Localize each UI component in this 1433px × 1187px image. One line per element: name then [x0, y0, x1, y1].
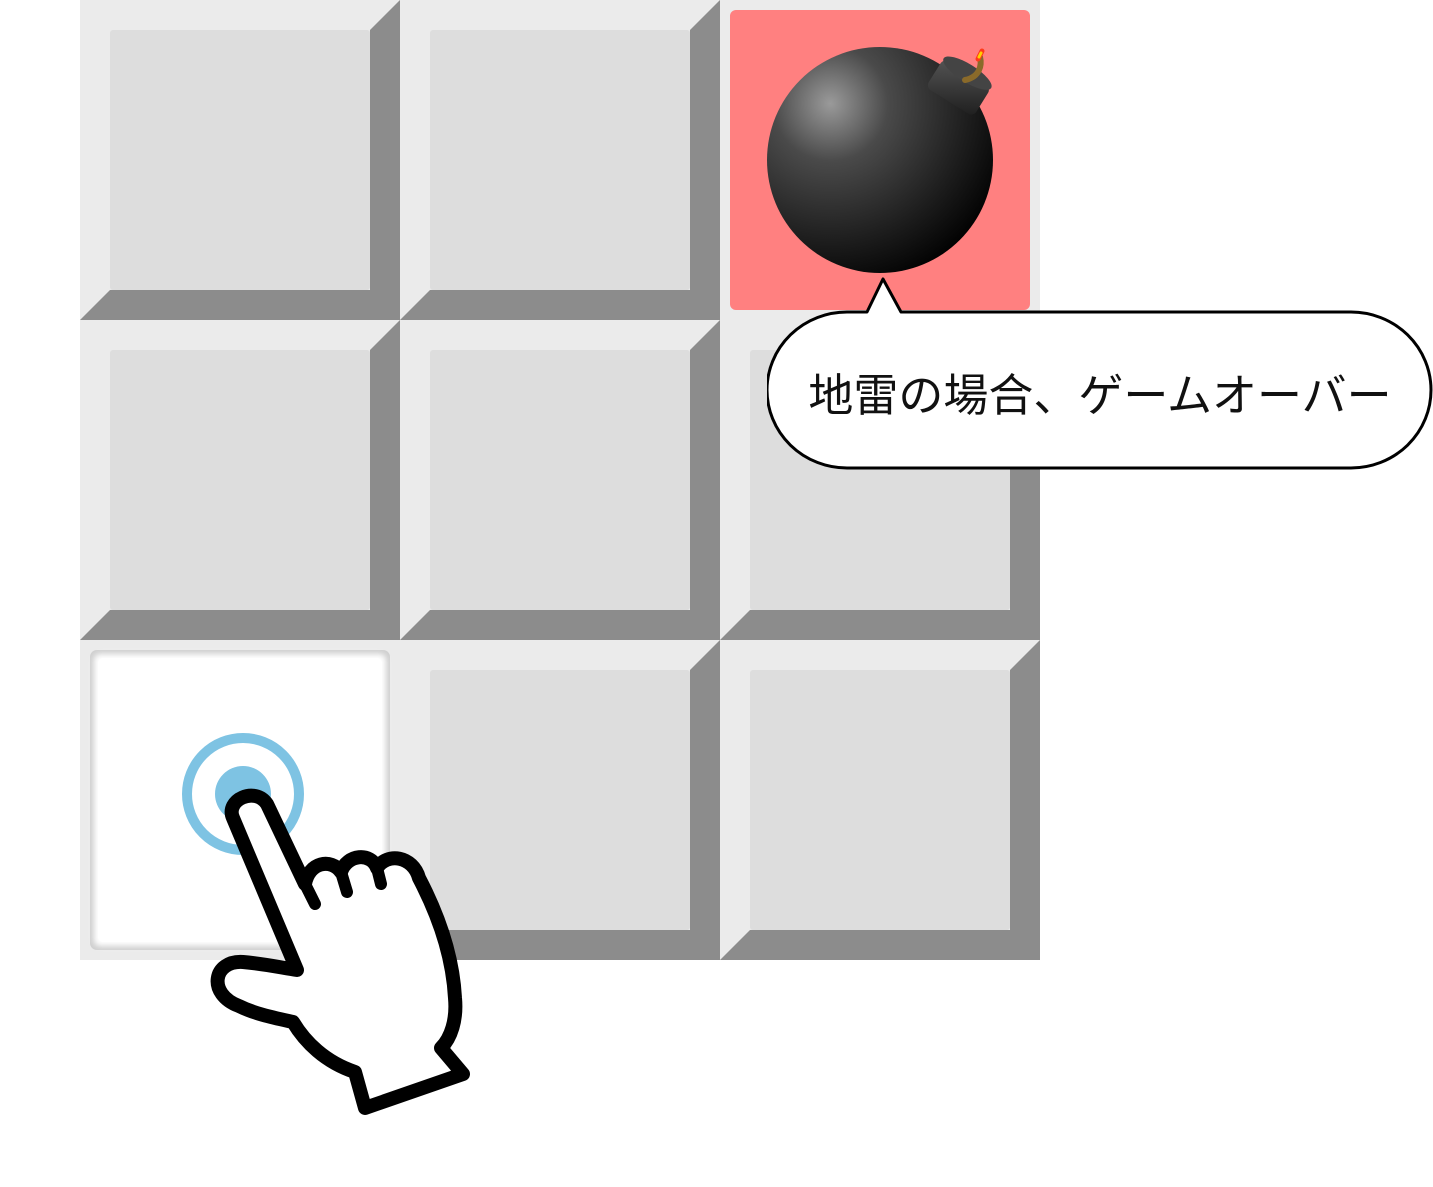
- pointing-hand-icon: [210, 788, 470, 1115]
- cell-covered[interactable]: [720, 640, 1040, 960]
- game-over-callout: 地雷の場合、ゲームオーバー: [767, 275, 1433, 475]
- cell-covered[interactable]: [400, 640, 720, 960]
- cell-covered[interactable]: [400, 320, 720, 640]
- bomb-icon: [767, 47, 993, 273]
- callout-text: 地雷の場合、ゲームオーバー: [808, 368, 1392, 422]
- cell-covered[interactable]: [80, 0, 400, 320]
- cell-covered[interactable]: [400, 0, 720, 320]
- cell-covered[interactable]: [80, 320, 400, 640]
